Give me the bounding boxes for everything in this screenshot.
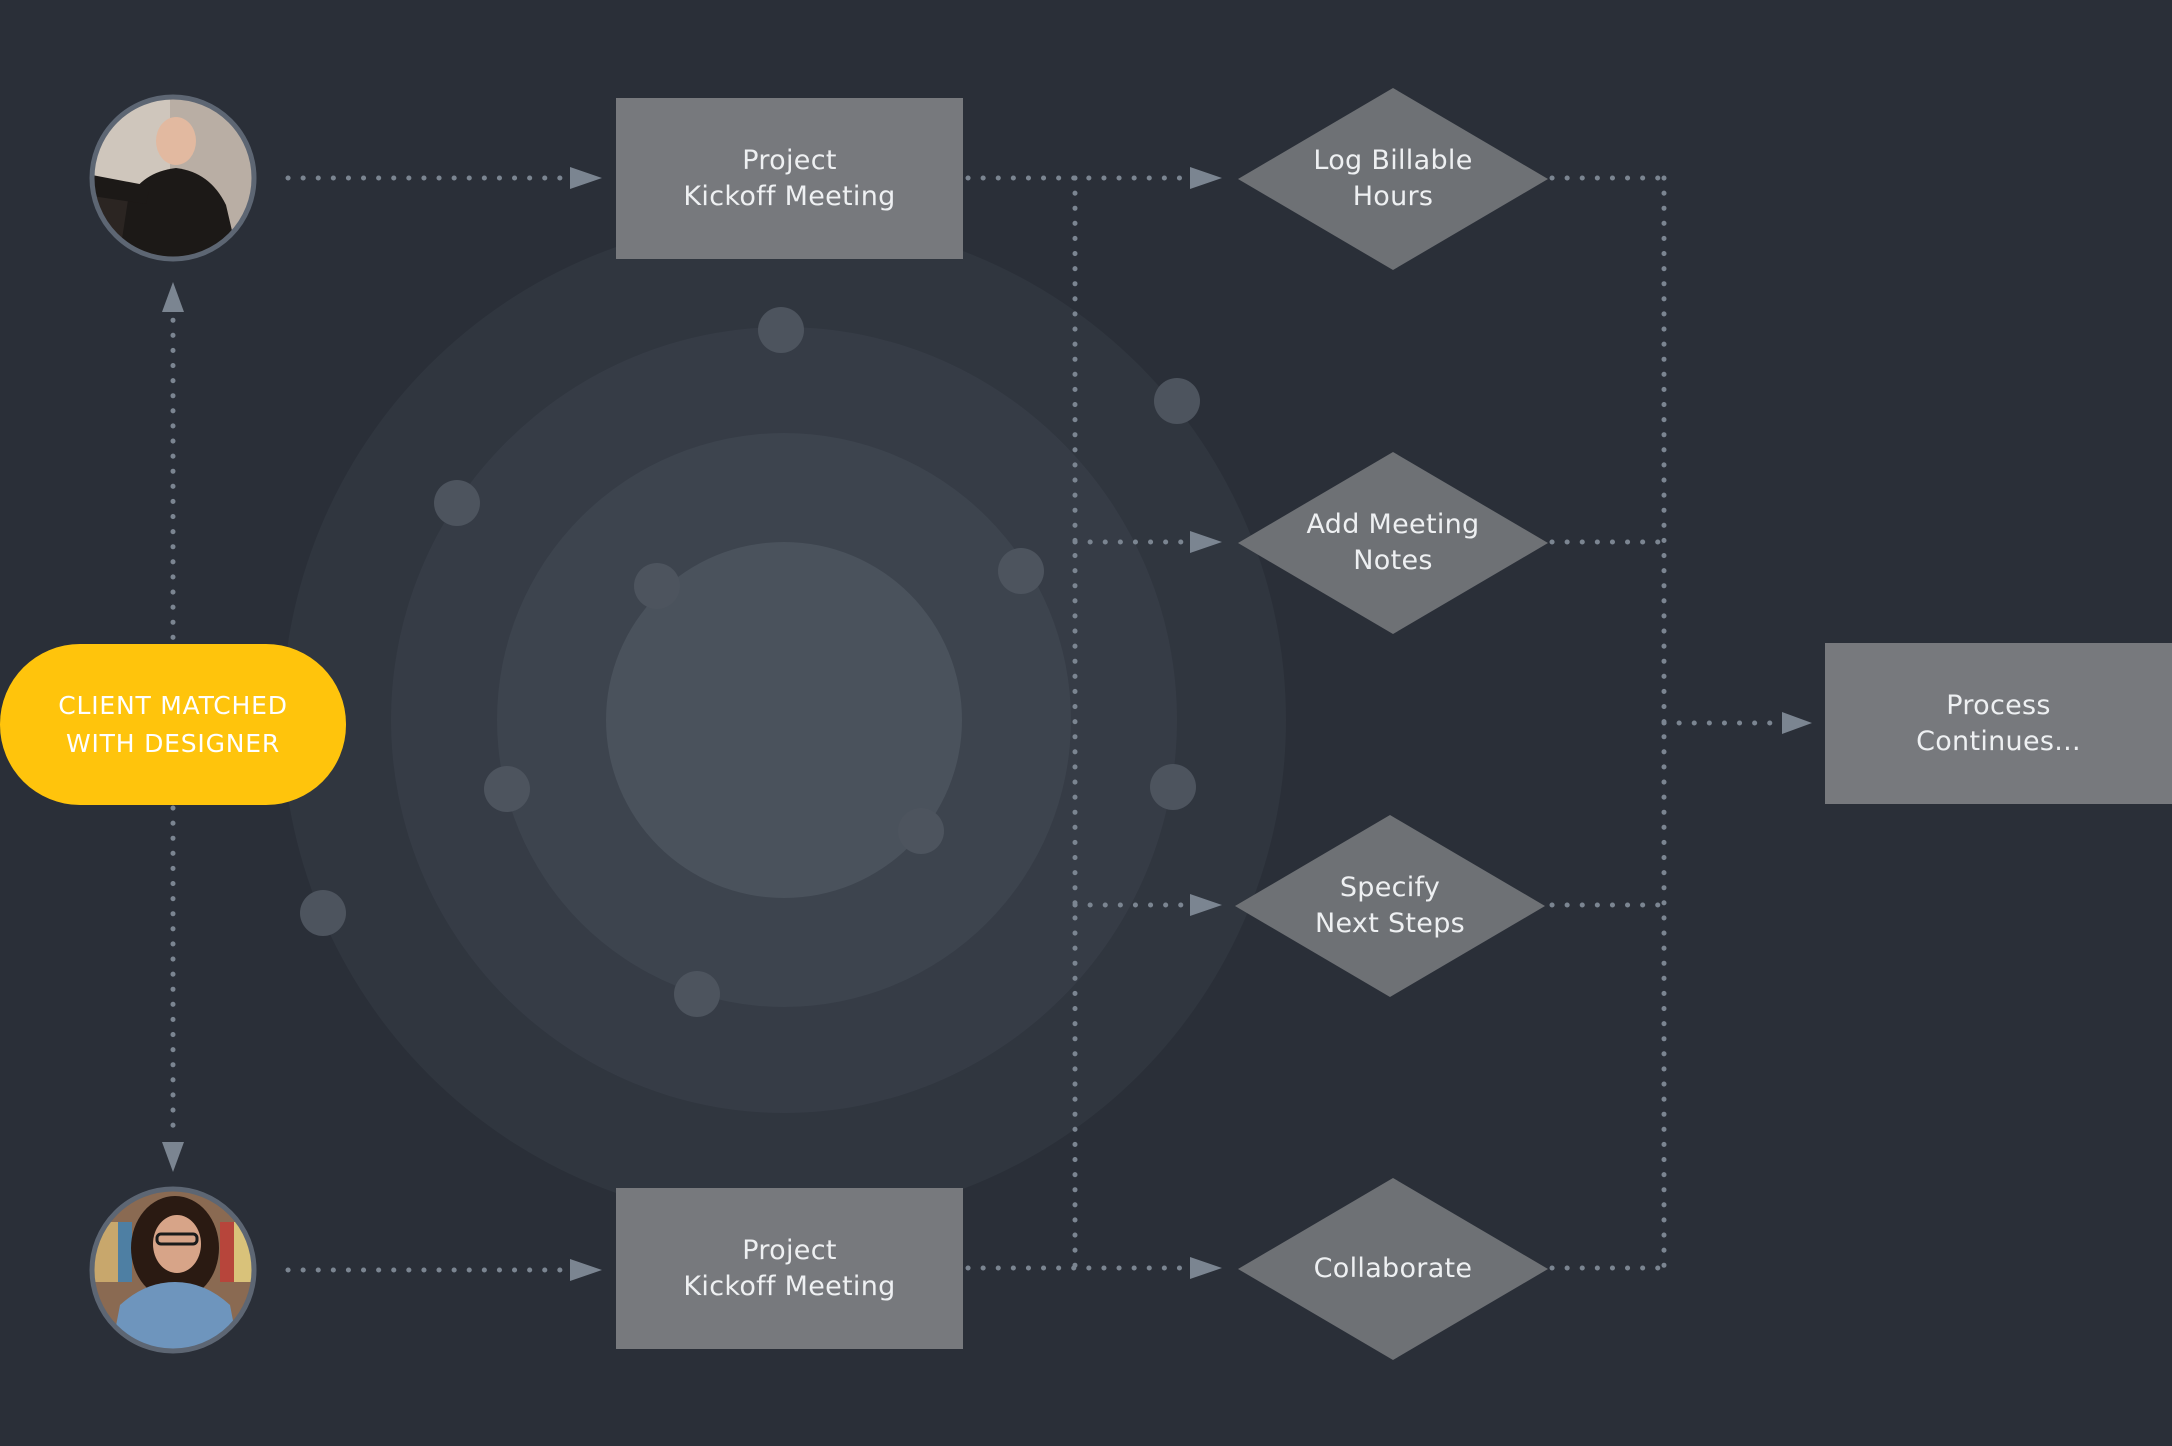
avatar-border xyxy=(89,1186,257,1354)
process-continues-box[interactable] xyxy=(1825,643,2172,804)
arrow-right-icon xyxy=(570,1259,602,1281)
kickoff-meeting-label-bottom: Project Kickoff Meeting xyxy=(683,1234,896,1302)
satellite-dot xyxy=(758,307,804,353)
log-billable-hours-diamond[interactable] xyxy=(1238,88,1548,270)
kickoff-meeting-label-top: Project Kickoff Meeting xyxy=(683,144,896,212)
satellite-dot xyxy=(634,563,680,609)
start-node-label: CLIENT MATCHED WITH DESIGNER xyxy=(58,690,288,758)
arrow-right-icon xyxy=(1190,894,1222,916)
specify-next-steps-diamond[interactable] xyxy=(1235,815,1545,997)
client-matched-start-node[interactable] xyxy=(0,644,346,805)
arrowheads xyxy=(162,167,1812,1281)
satellite-dot xyxy=(674,971,720,1017)
avatar-border xyxy=(89,94,257,262)
process-continues-label: Process Continues... xyxy=(1916,689,2081,757)
satellite-dot xyxy=(898,808,944,854)
arrow-right-icon xyxy=(1190,167,1222,189)
add-meeting-notes-diamond[interactable] xyxy=(1238,452,1548,634)
designer-avatar[interactable] xyxy=(89,94,260,265)
satellite-dot xyxy=(1150,764,1196,810)
client-avatar-icon xyxy=(92,1189,254,1351)
collaborate-diamond[interactable] xyxy=(1238,1178,1548,1360)
arrow-right-icon xyxy=(570,167,602,189)
add-meeting-notes-label: Add Meeting Notes xyxy=(1306,509,1480,576)
satellite-dot xyxy=(300,890,346,936)
avatar-photo-arm xyxy=(92,175,150,204)
avatar-photo-body xyxy=(110,1282,240,1351)
kickoff-meeting-box-top[interactable] xyxy=(616,98,963,259)
arrow-right-icon xyxy=(1190,531,1222,553)
collaborate-label: Collaborate xyxy=(1313,1253,1473,1284)
satellite-dot xyxy=(1154,378,1200,424)
satellite-dot xyxy=(484,766,530,812)
arrow-right-icon xyxy=(1190,1257,1222,1279)
satellite-dot xyxy=(998,548,1044,594)
client-avatar[interactable] xyxy=(89,1186,260,1357)
avatar-photo-glasses xyxy=(155,1232,199,1246)
arrow-up-icon xyxy=(162,282,184,312)
avatar-photo-books xyxy=(118,1222,132,1282)
specify-next-steps-label: Specify Next Steps xyxy=(1314,872,1466,939)
avatar-photo-books xyxy=(220,1222,234,1282)
log-billable-hours-label: Log Billable Hours xyxy=(1313,145,1473,212)
arrow-down-icon xyxy=(162,1142,184,1172)
satellite-dots xyxy=(300,307,1200,1017)
connectors xyxy=(170,175,1785,1273)
avatar-photo-face xyxy=(156,117,196,165)
satellite-dot xyxy=(434,480,480,526)
bg-ring-inner xyxy=(606,542,962,898)
kickoff-meeting-box-bottom[interactable] xyxy=(616,1188,963,1349)
arrow-right-icon xyxy=(1782,712,1812,734)
